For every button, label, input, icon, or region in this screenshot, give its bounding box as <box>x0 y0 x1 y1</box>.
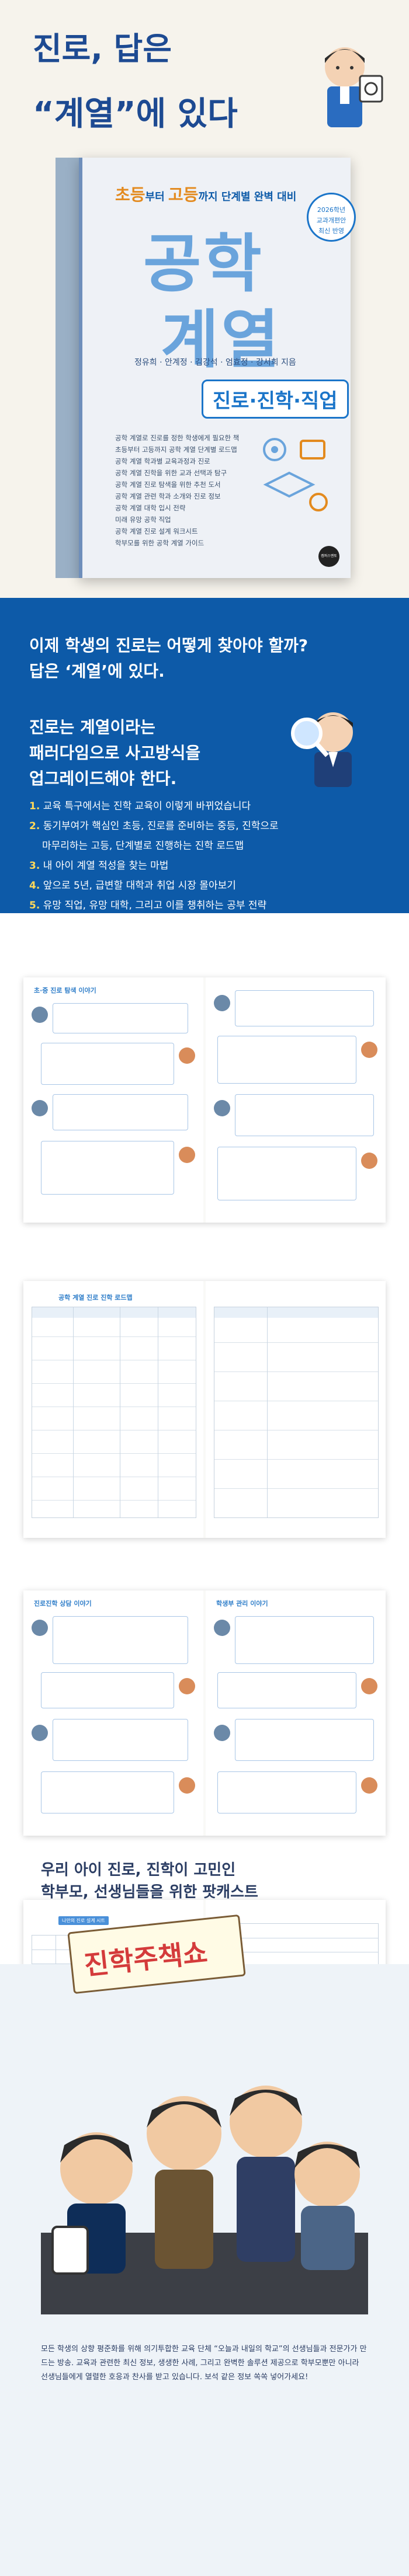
dialog-bubble <box>217 1036 356 1084</box>
engineering-icons <box>263 438 328 511</box>
magnifier-man-illustration <box>291 712 353 787</box>
podcast-hosts-illustration <box>41 2086 368 2314</box>
dialog-bubble <box>235 1616 374 1664</box>
avatar <box>179 1777 195 1794</box>
avatar <box>32 1620 48 1636</box>
sample-spread-3: 진로진학 상담 이야기 학생부 관리 이야기 <box>23 1590 386 1836</box>
avatar <box>214 1620 230 1636</box>
spread-3-heading-left: 진로진학 상담 이야기 <box>34 1600 92 1607</box>
hero-title-line2: “계열”에 있다 <box>33 88 238 135</box>
book-bullet: 공학 계열 진로 설계 워크시트 <box>115 527 198 535</box>
avatar <box>214 1725 230 1741</box>
podcast-sign-text: 진학주책쇼 <box>82 1937 209 1981</box>
book-bullet: 공학 계열 대학 입시 전략 <box>115 504 186 512</box>
toc-item: 1. 교육 특구에서는 진학 교육이 이렇게 바뀌었습니다 <box>29 800 251 812</box>
book-bullet: 공학 계열 관련 학과 소개와 진로 정보 <box>115 492 221 500</box>
dialog-bubble <box>235 990 374 1026</box>
spread-2-left-page: 공학 계열 진로 진학 로드맵 <box>23 1281 203 1538</box>
dialog-bubble <box>217 1147 356 1200</box>
publisher-logo: 캠퍼스멘토 <box>318 546 339 567</box>
worksheet-title: 나만의 진로 설계 시트 <box>58 1916 109 1925</box>
spread-2-right-page <box>206 1281 386 1538</box>
book-title-line1: 공학 <box>143 228 264 301</box>
avatar <box>214 995 230 1011</box>
book-front-cover: 초등부터 고등까지 단계별 완벽 대비 2026학년 교과개편안 최신 반영 공… <box>79 158 356 578</box>
avatar <box>32 1725 48 1741</box>
podcast-title: 우리 아이 진로, 진학이 고민인 학부모, 선생님들을 위한 팟캐스트 <box>41 1861 258 1901</box>
avatar <box>361 1042 377 1058</box>
avatar <box>361 1153 377 1169</box>
podcast-section: 우리 아이 진로, 진학이 고민인 학부모, 선생님들을 위한 팟캐스트 진학주… <box>0 1861 409 2576</box>
dialog-bubble <box>53 1094 188 1130</box>
dialog-bubble <box>53 1616 188 1664</box>
hero-title-keyword: “계열” <box>33 95 136 133</box>
book-title-line2: 계열 <box>161 304 282 377</box>
roadmap-table <box>32 1307 196 1518</box>
toc-item: 3. 내 아이 계열 적성을 찾는 마법 <box>29 860 169 872</box>
book-bullet: 초등부터 고등까지 공학 계열 단계별 로드맵 <box>115 445 237 454</box>
hero-section: 진로, 답은 “계열”에 있다 초등부터 고등까지 단계별 완벽 대비 2026… <box>0 0 409 598</box>
dialog-bubble <box>235 1719 374 1761</box>
book-bullet: 학부모를 위한 공학 계열 가이드 <box>115 539 204 547</box>
avatar <box>179 1147 195 1163</box>
intro-section: 이제 학생의 진로는 어떻게 찾아야 할까? 답은 ‘계열’에 있다. 진로는 … <box>0 598 409 913</box>
hero-title-suffix: 에 있다 <box>136 95 238 133</box>
spread-3-heading-right: 학생부 관리 이야기 <box>216 1600 268 1607</box>
dialog-bubble <box>235 1094 374 1136</box>
book-tag: 진로·진학·직업 <box>202 380 349 419</box>
avatar <box>214 1100 230 1116</box>
book-authors: 정유희 · 안계정 · 김강석 · 엄효정 · 강서희 지음 <box>134 358 296 367</box>
student-illustration <box>325 47 383 127</box>
spread-3-left-page: 진로진학 상담 이야기 <box>23 1590 203 1836</box>
avatar <box>179 1047 195 1064</box>
avatar <box>179 1678 195 1694</box>
dialog-bubble <box>217 1672 356 1708</box>
book-bullet: 공학 계열로 진로를 정한 학생에게 필요한 책 <box>115 434 240 442</box>
avatar <box>32 1100 48 1116</box>
book-bullet: 미래 유망 공학 직업 <box>115 516 171 524</box>
podcast-description: 모든 학생의 상향 평준화를 위해 의기투합한 교육 단체 “오늘과 내일의 학… <box>41 2345 367 2382</box>
spread-1-right-page <box>206 977 386 1223</box>
spread-2-heading: 공학 계열 진로 진학 로드맵 <box>58 1294 133 1301</box>
toc-item-continued: 마무리하는 고등, 단계별로 진행하는 진학 로드맵 <box>42 840 244 852</box>
dialog-bubble <box>53 1719 188 1761</box>
toc-item: 5. 유망 직업, 유망 대학, 그리고 이를 챙취하는 공부 전략 <box>29 900 267 911</box>
intro-statement: 진로는 계열이라는 패러다임으로 사고방식을 업그레이드해야 한다. <box>29 718 201 788</box>
dialog-bubble <box>41 1141 174 1195</box>
book-spine <box>56 158 79 578</box>
sample-spread-2: 공학 계열 진로 진학 로드맵 <box>23 1281 386 1538</box>
sample-spread-1: 초·중 진로 탐색 이야기 <box>23 977 386 1223</box>
career-table <box>214 1307 379 1518</box>
book-bullet: 공학 계열 진로 탐색을 위한 추천 도서 <box>115 481 221 489</box>
dialog-bubble <box>53 1003 188 1033</box>
dialog-bubble <box>217 1771 356 1813</box>
book-bullet: 공학 계열 학과별 교육과정과 진로 <box>115 457 210 465</box>
book-cover: 초등부터 고등까지 단계별 완벽 대비 2026학년 교과개편안 최신 반영 공… <box>56 158 356 578</box>
intro-question: 이제 학생의 진로는 어떻게 찾아야 할까? 답은 ‘계열’에 있다. <box>29 636 309 681</box>
table-of-contents: 1. 교육 특구에서는 진학 교육이 이렇게 바뀌었습니다 2. 동기부여가 핵… <box>29 796 380 915</box>
spread-3-right-page: 학생부 관리 이야기 <box>206 1590 386 1836</box>
avatar <box>32 1007 48 1023</box>
toc-item: 2. 동기부여가 핵심인 초등, 진로를 준비하는 중등, 진학으로 <box>29 820 279 832</box>
hero-title-line1: 진로, 답은 <box>33 30 172 67</box>
dialog-bubble <box>41 1043 174 1085</box>
spread-1-left-page: 초·중 진로 탐색 이야기 <box>23 977 203 1223</box>
book-bullet: 공학 계열 진학을 위한 교과 선택과 탐구 <box>115 469 227 477</box>
spread-1-heading: 초·중 진로 탐색 이야기 <box>34 987 96 994</box>
avatar <box>361 1777 377 1794</box>
edition-badge: 2026학년 교과개편안 최신 반영 <box>307 193 356 242</box>
toc-item: 4. 앞으로 5년, 급변할 대학과 취업 시장 몰아보기 <box>29 880 236 892</box>
avatar <box>361 1678 377 1694</box>
dialog-bubble <box>41 1672 174 1708</box>
dialog-bubble <box>41 1771 174 1813</box>
book-subtitle: 초등부터 고등까지 단계별 완벽 대비 <box>115 185 297 204</box>
book-bullet-list: 공학 계열로 진로를 정한 학생에게 필요한 책 초등부터 고등까지 공학 계열… <box>115 432 273 549</box>
